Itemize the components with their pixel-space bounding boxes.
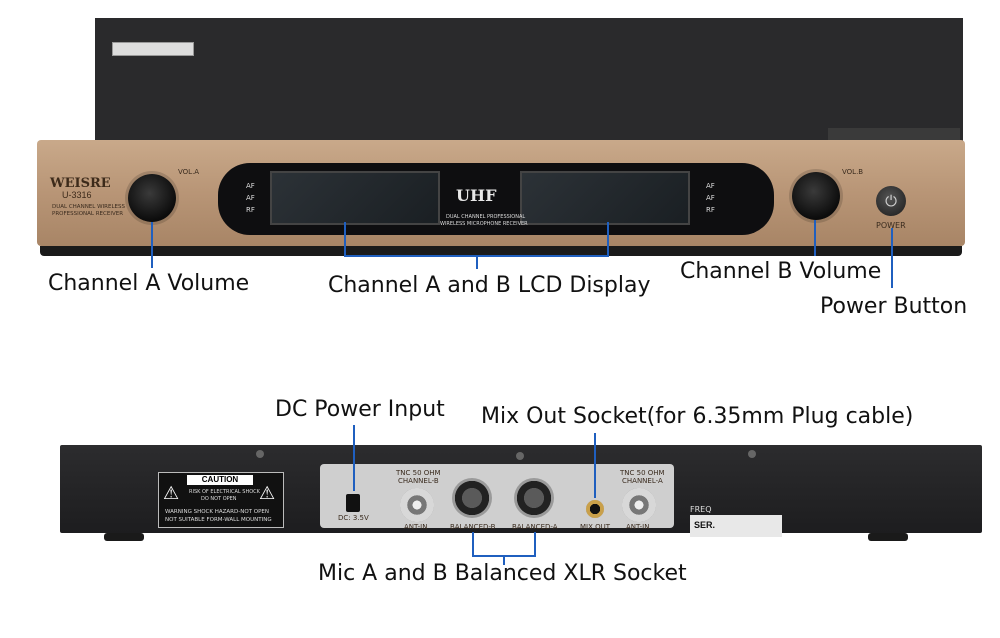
model-number: U-3316: [62, 190, 92, 200]
ant-in-a-label: ANT-IN: [626, 523, 650, 531]
callout-line-b-volume: [814, 220, 816, 256]
brand-subtitle-2: PROFESSIONAL RECEIVER: [52, 211, 124, 217]
indicator-right-1: AF: [706, 182, 715, 190]
xlr-balanced-b-socket[interactable]: [452, 478, 492, 518]
balanced-a-label: BALANCED-A: [512, 523, 558, 531]
warning-line-2: NOT SUITABLE FORM-WALL MOUNTING: [165, 517, 272, 523]
top-caution-sticker: [112, 42, 194, 56]
rear-foot: [868, 533, 908, 541]
callout-line-xlr-right: [534, 532, 536, 556]
indicator-right-3: RF: [706, 206, 715, 214]
exclamation-warning-icon: ⚠: [259, 483, 276, 503]
channel-b-lcd-screen: [520, 171, 690, 225]
callout-dc-power-input: DC Power Input: [275, 397, 445, 422]
rear-screw: [748, 450, 756, 458]
mix-out-label: MIX OUT: [580, 523, 611, 531]
callout-channel-a-volume: Channel A Volume: [48, 271, 250, 296]
antenna-b-connector[interactable]: [400, 488, 434, 522]
tnc-b-label-2: CHANNEL-B: [398, 477, 439, 485]
warning-line-1: WARNING SHOCK HAZARD-NOT OPEN: [165, 509, 269, 515]
serial-text: SER.: [694, 520, 716, 530]
caution-title: CAUTION: [187, 475, 253, 485]
tnc-a-label-1: TNC 50 OHM: [620, 469, 665, 477]
rear-screw: [516, 452, 524, 460]
callout-line-xlr-stem: [503, 555, 505, 565]
callout-lcd-display: Channel A and B LCD Display: [328, 273, 651, 298]
callout-line-dc: [353, 425, 355, 491]
callout-line-lcd-right: [607, 222, 609, 256]
callout-line-lcd-stem: [476, 255, 478, 269]
callout-line-lcd-left: [344, 222, 346, 256]
dc-power-jack[interactable]: [346, 494, 360, 512]
front-chassis-top: [95, 18, 963, 158]
rear-foot: [104, 533, 144, 541]
balanced-b-label: BALANCED-B: [450, 523, 496, 531]
freq-label: FREQ: [690, 505, 712, 514]
power-icon: ⏻: [885, 192, 897, 210]
serial-label: SER.: [690, 515, 782, 537]
caution-label: CAUTION ⚠ ⚠ RISK OF ELECTRICAL SHOCK DO …: [158, 472, 284, 528]
caution-line-2: DO NOT OPEN: [201, 496, 237, 502]
callout-line-power: [891, 228, 893, 288]
front-panel-bottom-edge: [40, 246, 962, 256]
indicator-left-3: RF: [246, 206, 255, 214]
center-subtitle-1: DUAL CHANNEL PROFESSIONAL: [446, 214, 526, 220]
indicator-right-2: AF: [706, 194, 715, 202]
mix-out-jack[interactable]: [586, 500, 604, 518]
channel-a-volume-knob[interactable]: [128, 174, 176, 222]
top-label-plate: [828, 128, 960, 142]
callout-power-button: Power Button: [820, 294, 968, 319]
brand-subtitle-1: DUAL CHANNEL WIRELESS: [52, 204, 125, 210]
connector-plate: [320, 464, 674, 528]
power-button[interactable]: ⏻: [876, 186, 906, 216]
callout-channel-b-volume: Channel B Volume: [680, 259, 882, 284]
vol-b-label: VOL.B: [842, 168, 864, 176]
vol-a-label: VOL.A: [178, 168, 200, 176]
tnc-b-label-1: TNC 50 OHM: [396, 469, 441, 477]
callout-line-a-volume: [151, 222, 153, 268]
callout-mix-out-socket: Mix Out Socket(for 6.35mm Plug cable): [481, 404, 914, 429]
ant-in-b-label: ANT-IN: [404, 523, 428, 531]
antenna-a-connector[interactable]: [622, 488, 656, 522]
indicator-left-1: AF: [246, 182, 255, 190]
channel-b-volume-knob[interactable]: [792, 172, 840, 220]
callout-line-mix-out: [594, 433, 596, 498]
uhf-label: UHF: [456, 186, 497, 205]
channel-a-lcd-screen: [270, 171, 440, 225]
dc-label: DC: 3.5V: [338, 514, 369, 522]
brand-logo: WEISRE: [50, 176, 111, 191]
power-label: POWER: [876, 221, 906, 230]
indicator-left-2: AF: [246, 194, 255, 202]
shock-warning-icon: ⚠: [163, 483, 180, 503]
rear-screw: [256, 450, 264, 458]
callout-line-xlr-left: [472, 532, 474, 556]
callout-xlr-socket: Mic A and B Balanced XLR Socket: [318, 561, 687, 586]
xlr-balanced-a-socket[interactable]: [514, 478, 554, 518]
caution-line-1: RISK OF ELECTRICAL SHOCK: [189, 489, 260, 495]
center-subtitle-2: WIRELESS MICROPHONE RECEIVER: [440, 221, 528, 227]
tnc-a-label-2: CHANNEL-A: [622, 477, 663, 485]
